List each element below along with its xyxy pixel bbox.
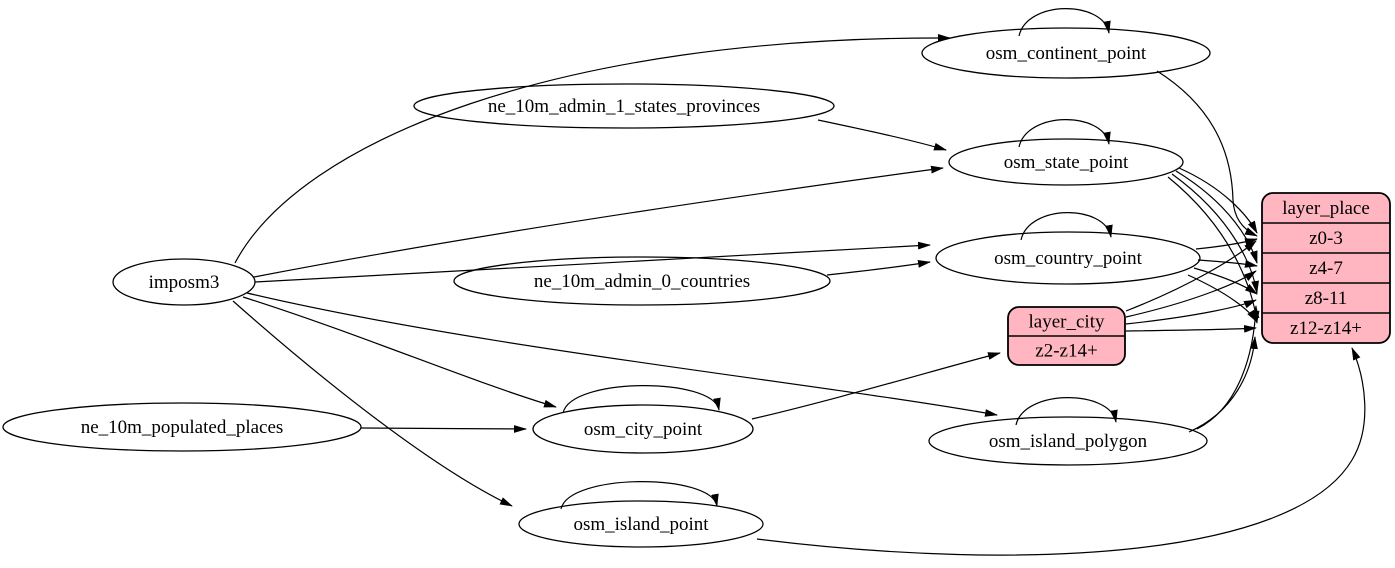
selfloop-osm_continent_point — [1018, 8, 1111, 37]
osm_island_point-label: osm_island_point — [573, 514, 709, 535]
ne_10m_admin_0_countries-shape — [453, 256, 831, 306]
edge-osm_city_point-to-layer_city-z2-z14+ — [751, 352, 1001, 420]
edge-imposm3-to-osm_city_point — [242, 296, 557, 408]
node-osm_continent_point: osm_continent_point — [921, 8, 1211, 79]
edge-ne_10m_admin_0_countries-to-osm_country_point — [826, 259, 931, 276]
edge-layer_city-to-layer_place-z12-z14+ — [1125, 324, 1257, 333]
selfloop-osm_island_point — [560, 481, 719, 510]
node-layer_city: layer_city z2-z14+ — [1007, 306, 1126, 366]
edge-osm_country_point-to-layer_place-z12-z14+ — [1187, 274, 1258, 323]
osm_country_point-shape — [935, 231, 1201, 285]
selfloop-osm_state_point — [1018, 119, 1111, 148]
ne_10m_populated_places-shape — [2, 402, 362, 452]
edge-osm_island_point-to-layer_place-z12-z14+ — [756, 347, 1366, 556]
osm_state_point-label: osm_state_point — [1004, 152, 1129, 173]
edge-ne_10m_admin_1_states_provinces-to-osm_state_point — [817, 119, 947, 151]
osm_island_point-shape — [518, 500, 764, 548]
ne_10m_populated_places-label: ne_10m_populated_places — [81, 417, 284, 438]
layer_city-row-z2-z14+: z2-z14+ — [1035, 341, 1097, 362]
layer_place-row-z0-3: z0-3 — [1309, 228, 1343, 249]
osm_city_point-shape — [532, 404, 754, 454]
edge-osm_continent_point-to-layer_place-z0-3 — [1156, 70, 1258, 237]
selfloop-osm_country_point — [1020, 212, 1113, 241]
edge-osm_state_point-to-layer_place-z0-3 — [1178, 167, 1258, 234]
edge-imposm3-to-osm_state_point — [253, 165, 944, 278]
edge-osm_state_point-to-layer_place-z4-7 — [1175, 170, 1258, 264]
node-osm_island_point: osm_island_point — [518, 481, 764, 548]
osm_continent_point-shape — [921, 27, 1211, 79]
edge-layer_city-to-layer_place-z8-11 — [1125, 299, 1257, 325]
edge-osm_country_point-to-layer_place-z4-7 — [1197, 259, 1258, 268]
osm_city_point-label: osm_city_point — [584, 419, 703, 440]
edge-layer_city-to-layer_place-z4-7 — [1125, 270, 1257, 318]
layer_place-shape — [1261, 192, 1391, 344]
ne_10m_admin_1_states_provinces-label: ne_10m_admin_1_states_provinces — [488, 96, 760, 117]
edge-imposm3-to-osm_country_point — [254, 241, 931, 283]
edge-osm_country_point-to-layer_place-z0-3 — [1195, 238, 1258, 250]
edge-ne_10m_populated_places-to-osm_city_point — [360, 425, 527, 433]
node-imposm3: imposm3 — [112, 258, 256, 306]
node-osm_island_polygon: osm_island_polygon — [928, 397, 1208, 466]
edge-osm_island_polygon-to-layer_place-z8-11 — [1196, 305, 1260, 430]
node-osm_city_point: osm_city_point — [532, 385, 754, 454]
edge-imposm3-to-osm_island_polygon — [246, 292, 998, 417]
node-osm_country_point: osm_country_point — [935, 212, 1201, 285]
edge-layer_city-to-layer_place-z0-3 — [1125, 240, 1257, 312]
layer_place-row-z4-7: z4-7 — [1309, 258, 1343, 279]
ne_10m_admin_1_states_provinces-shape — [413, 83, 835, 129]
edge-imposm3-to-osm_island_point — [232, 300, 513, 507]
layer_place-row-z8-11: z8-11 — [1305, 288, 1348, 309]
osm_island_polygon-label: osm_island_polygon — [989, 431, 1148, 452]
edge-osm_country_point-to-layer_place-z8-11 — [1193, 267, 1258, 295]
ne_10m_admin_0_countries-label: ne_10m_admin_0_countries — [534, 271, 750, 292]
selfloop-osm_island_polygon — [1015, 397, 1118, 426]
edge-imposm3-to-osm_continent_point — [234, 34, 951, 264]
node-ne_10m_admin_1_states_provinces: ne_10m_admin_1_states_provinces — [413, 83, 835, 129]
node-layer_place: layer_place z0-3 z4-7 z8-11 z12-z14+ — [1261, 192, 1391, 344]
osm_continent_point-label: osm_continent_point — [986, 43, 1147, 64]
node-ne_10m_populated_places: ne_10m_populated_places — [2, 402, 362, 452]
edge-osm_island_polygon-to-layer_place-z12-z14+ — [1188, 336, 1258, 433]
node-ne_10m_admin_0_countries: ne_10m_admin_0_countries — [453, 256, 831, 306]
edge-osm_state_point-to-layer_place-z8-11 — [1171, 173, 1259, 294]
osm_island_polygon-shape — [928, 416, 1208, 466]
osm_state_point-shape — [948, 138, 1184, 186]
layer_place-header: layer_place — [1282, 198, 1370, 219]
layer_place-row-z12-z14+: z12-z14+ — [1290, 318, 1362, 339]
osm_country_point-label: osm_country_point — [994, 248, 1142, 269]
selfloop-osm_city_point — [562, 385, 721, 414]
layer_city-header: layer_city — [1029, 312, 1105, 333]
node-osm_state_point: osm_state_point — [948, 119, 1184, 186]
imposm3-label: imposm3 — [149, 272, 220, 293]
